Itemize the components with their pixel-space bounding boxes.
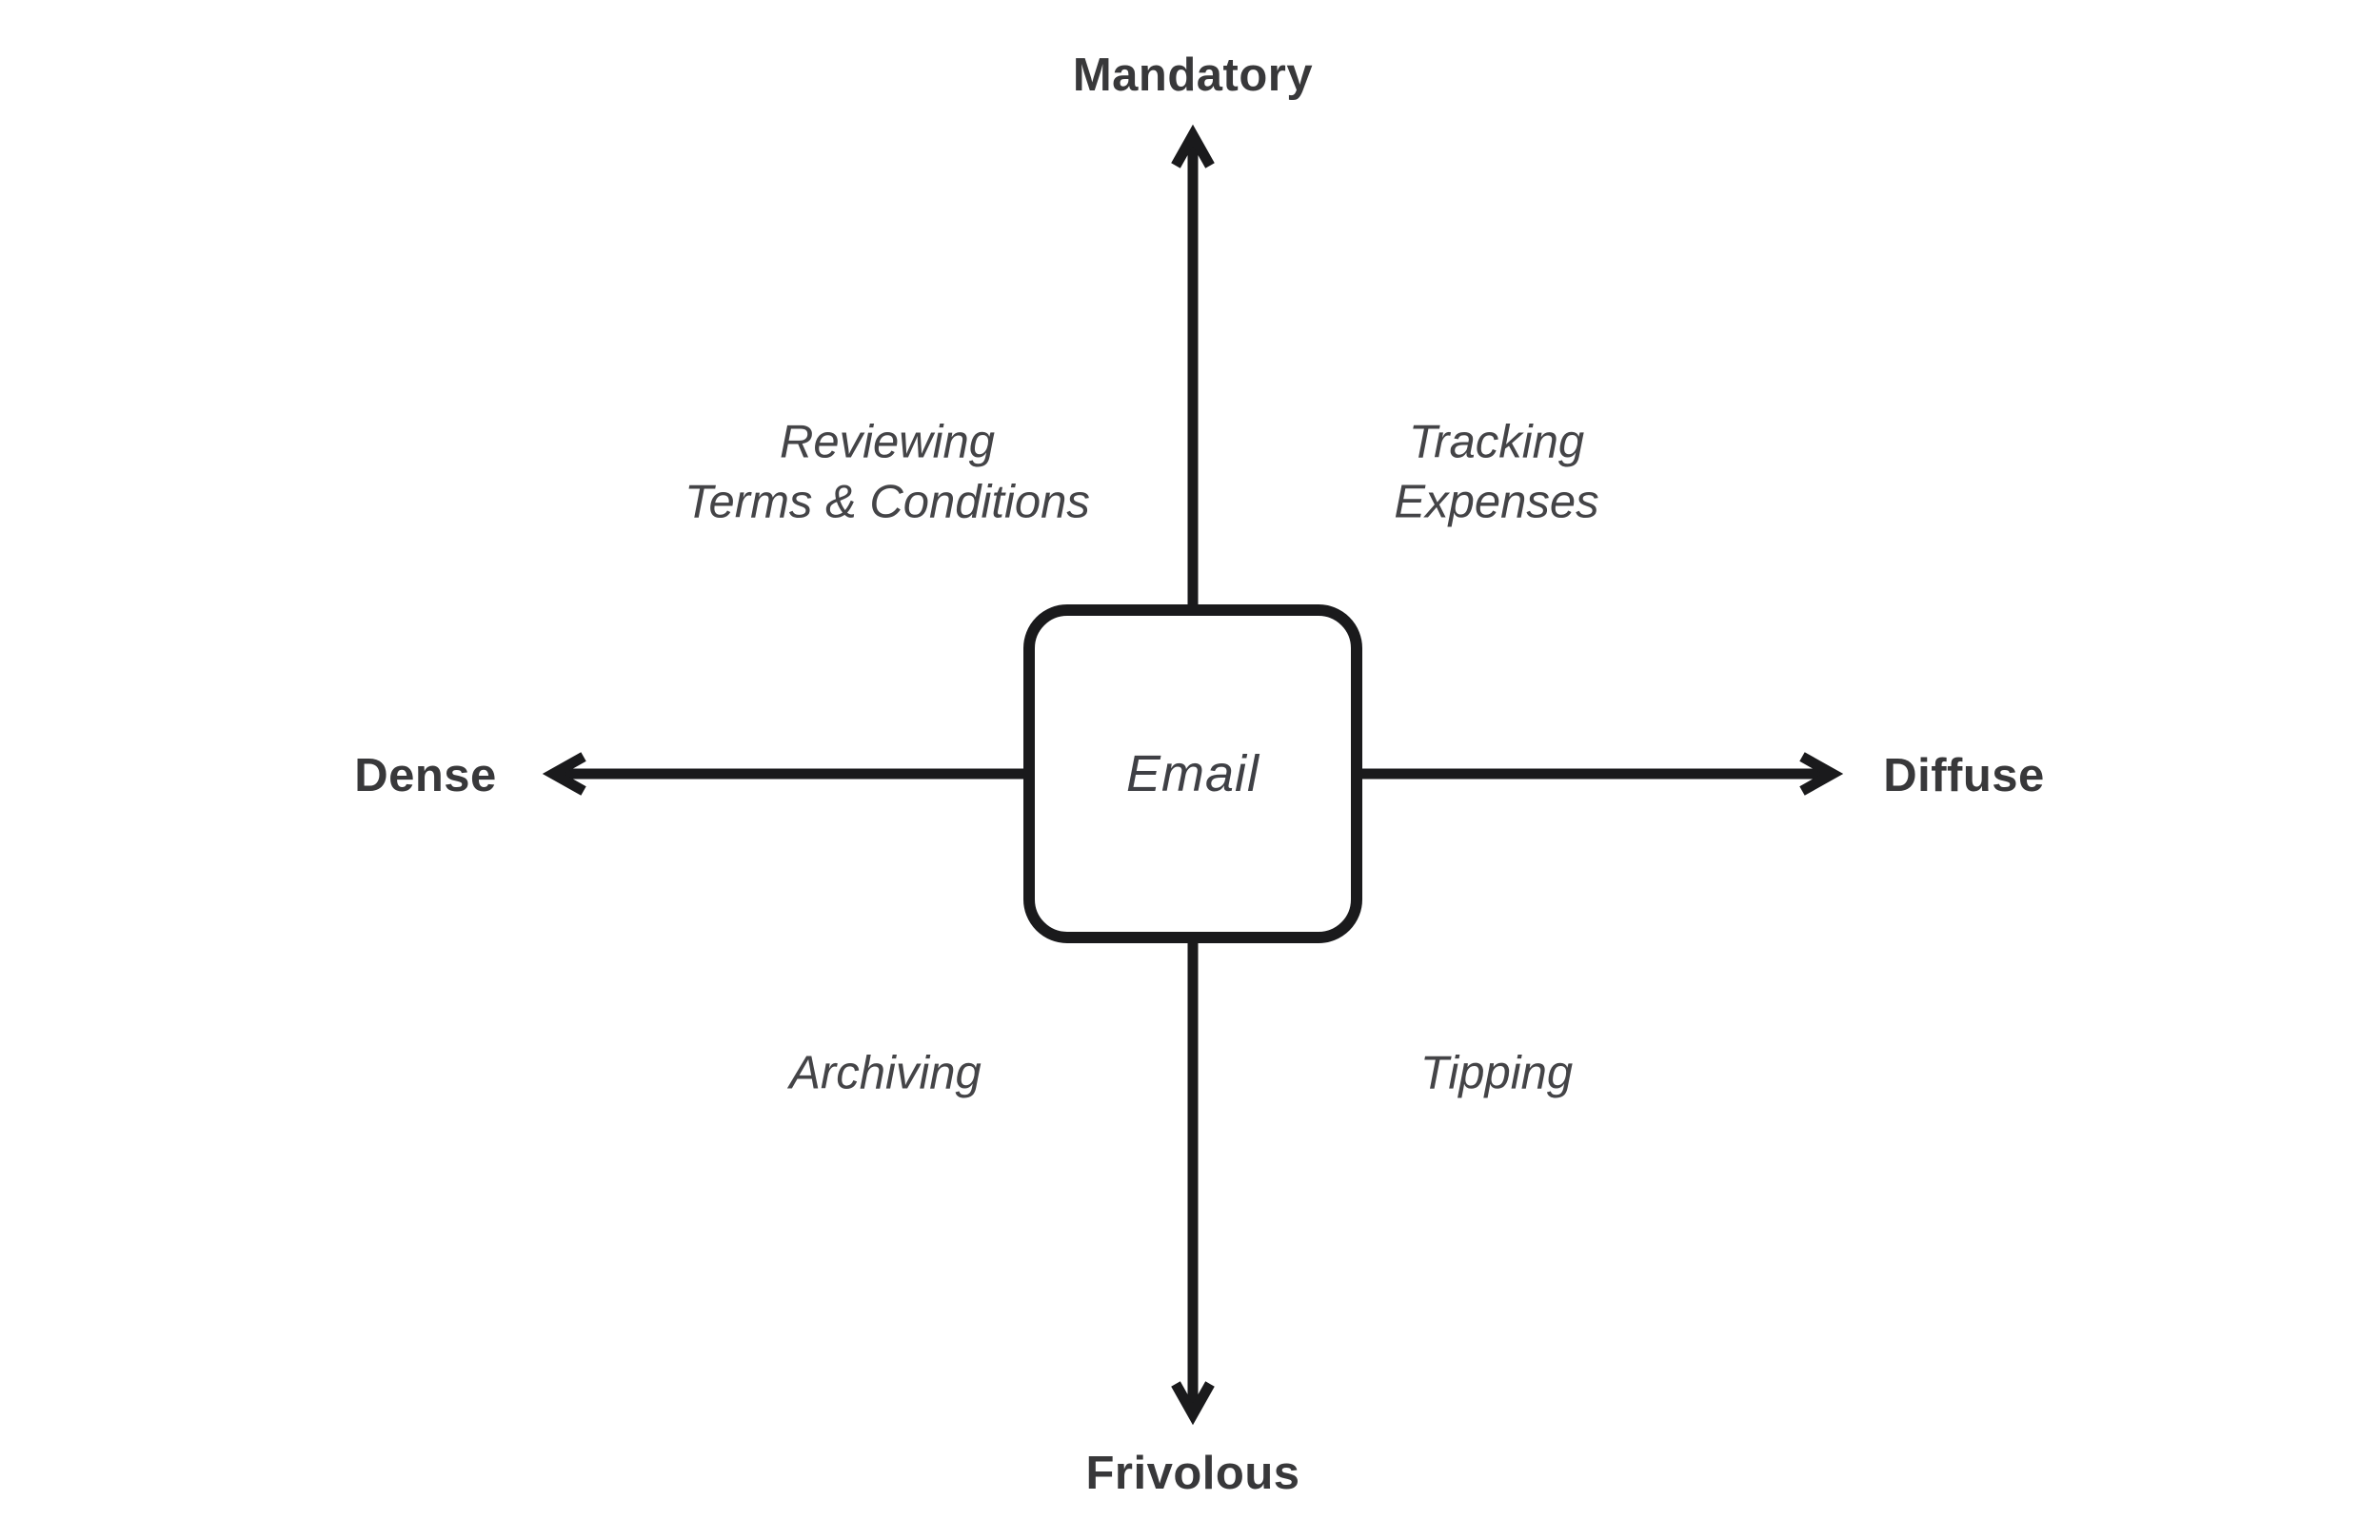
quadrant-label-top-right: Tracking Expenses	[1394, 416, 1599, 527]
axis-label-right: Diffuse	[1883, 750, 2045, 801]
center-node: Email	[1023, 604, 1362, 943]
center-node-label: Email	[1125, 745, 1260, 802]
axis-label-top: Mandatory	[1072, 49, 1314, 101]
quadrant-label-bottom-right: Tipping	[1419, 1047, 1574, 1099]
axis-label-left: Dense	[354, 750, 497, 801]
axis-label-bottom: Frivolous	[1085, 1448, 1300, 1499]
quadrant-label-top-left: Reviewing Terms & Conditions	[684, 416, 1090, 527]
quadrant-label-bottom-left: Archiving	[789, 1047, 982, 1099]
